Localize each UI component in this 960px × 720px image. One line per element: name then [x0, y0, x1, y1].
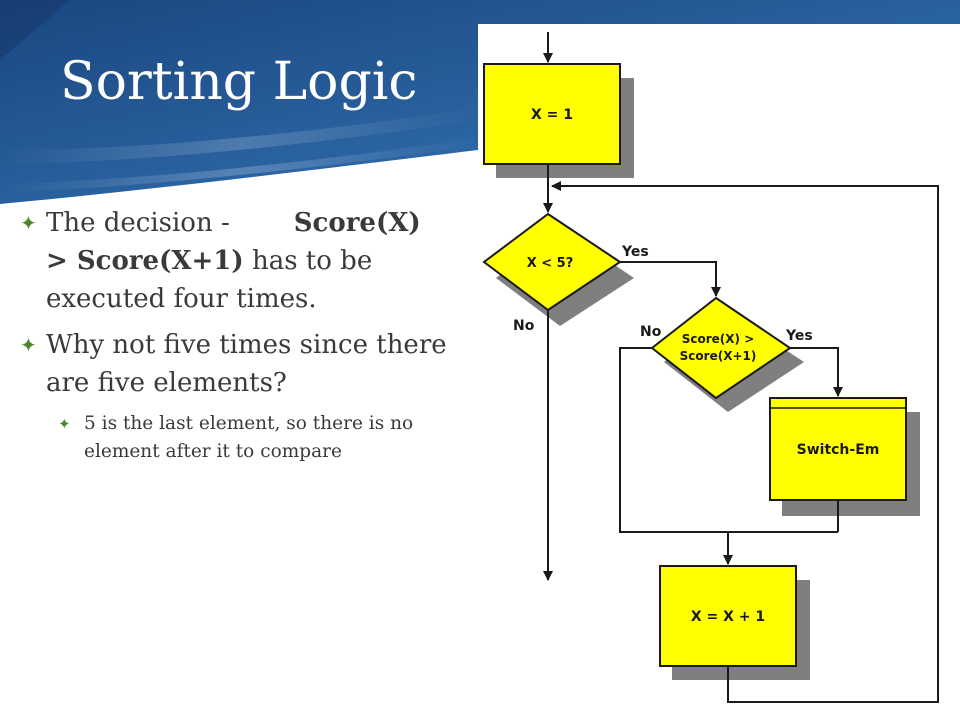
compare-no-label: No	[640, 324, 662, 340]
swap-box: Switch-Em	[769, 397, 920, 516]
increment-box: X = X + 1	[659, 565, 810, 680]
leaf-bullet-icon: ✦	[20, 211, 37, 235]
leaf-bullet-icon: ✦	[20, 333, 37, 357]
bullet-highlight-score-x1: > Score(X+1)	[46, 246, 244, 276]
bullet-list: ✦ The decision - Score(X) > Score(X+1) ha…	[20, 204, 480, 466]
bullet-item: ✦ The decision - Score(X) > Score(X+1) ha…	[20, 204, 480, 318]
compare-yes-label: Yes	[785, 328, 813, 344]
leaf-bullet-icon: ✦	[58, 415, 71, 433]
loop-yes-label: Yes	[621, 244, 649, 260]
sort-flowchart: X = 1 X < 5? Score(X) > Score(X+1) Switc…	[478, 24, 960, 720]
init-box: X = 1	[483, 63, 634, 178]
compare-decision-diamond: Score(X) > Score(X+1)	[650, 296, 804, 412]
bullet-highlight-score-x: Score(X)	[293, 208, 421, 238]
loop-no-label: No	[513, 318, 535, 334]
swap-box-label: Switch-Em	[797, 442, 880, 458]
compare-decision-label-line1: Score(X) >	[682, 332, 755, 346]
sub-bullet-text: 5 is the last element, so there is no el…	[84, 413, 414, 462]
bullet-text-pre: The decision -	[46, 208, 230, 238]
slide-title: Sorting Logic	[60, 52, 418, 112]
loop-decision-label: X < 5?	[527, 256, 574, 271]
compare-decision-label-line2: Score(X+1)	[680, 349, 757, 363]
bullet-text-post: has to be executed four times.	[46, 246, 373, 314]
bullet-text: Why not five times since there are five …	[46, 330, 447, 398]
increment-box-label: X = X + 1	[691, 609, 765, 625]
sub-bullet-item: ✦ 5 is the last element, so there is no …	[58, 410, 480, 466]
connector-lines	[543, 32, 939, 703]
bullet-item: ✦ Why not five times since there are fiv…	[20, 326, 480, 402]
init-box-label: X = 1	[531, 107, 573, 123]
